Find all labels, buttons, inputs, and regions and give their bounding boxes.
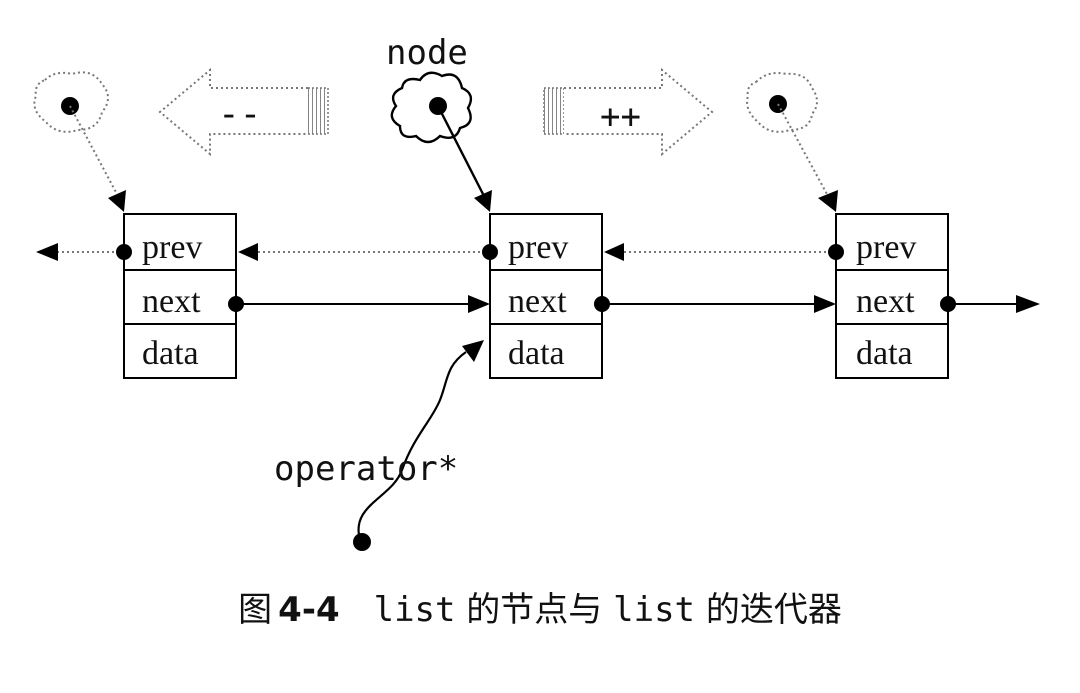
caption-number: 4-4 xyxy=(278,590,340,630)
node-label: node xyxy=(386,33,468,73)
prev-iterator-arrowhead xyxy=(108,190,126,212)
data-field: data xyxy=(856,335,913,372)
decrement-arrow: -- xyxy=(158,67,329,157)
list-node-left: prev next data xyxy=(123,213,237,379)
next-field: next xyxy=(142,283,201,320)
next-field: next xyxy=(856,283,915,320)
decrement-label: -- xyxy=(218,94,261,135)
next-links xyxy=(228,295,1040,313)
caption-code-1: list xyxy=(373,590,456,630)
list-node-right: prev next data xyxy=(835,213,949,379)
operator-star-pointer xyxy=(357,351,467,541)
prev-links xyxy=(36,243,844,261)
list-node-center: prev next data xyxy=(489,213,603,379)
caption-text-2: 的迭代器 xyxy=(695,590,842,630)
operator-star-arrowhead xyxy=(462,340,484,362)
node-pointer-arrowhead xyxy=(474,190,492,212)
data-field: data xyxy=(142,335,199,372)
prev-iterator-pointer xyxy=(69,105,119,197)
next-field: next xyxy=(508,283,567,320)
increment-arrow: ++ xyxy=(543,67,714,157)
increment-label: ++ xyxy=(600,97,641,137)
caption-code-2: list xyxy=(613,590,696,630)
data-field: data xyxy=(508,335,565,372)
prev-field: prev xyxy=(508,229,568,266)
operator-star-dot xyxy=(353,533,371,551)
caption-text-1: 的节点与 xyxy=(455,590,614,630)
node-pointer xyxy=(436,105,486,197)
next-iterator-arrowhead xyxy=(818,190,838,212)
operator-star-label: operator* xyxy=(274,449,458,489)
caption-prefix: 图 xyxy=(238,590,273,630)
prev-field: prev xyxy=(142,229,202,266)
prev-field: prev xyxy=(856,229,916,266)
